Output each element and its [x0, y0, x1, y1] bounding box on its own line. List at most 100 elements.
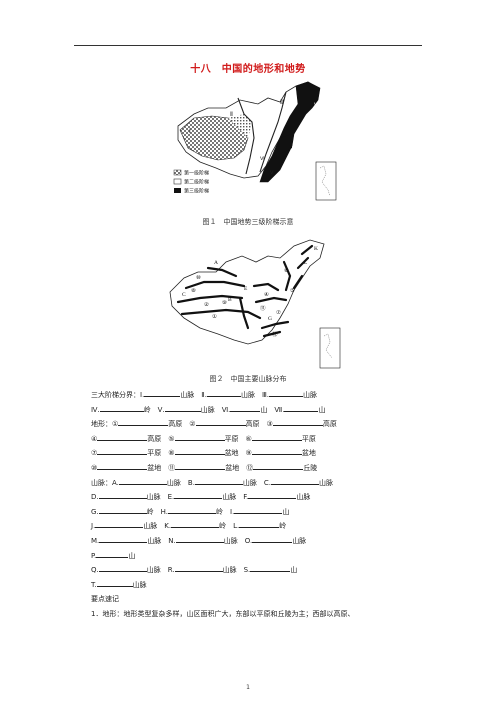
blank[interactable]	[98, 563, 147, 573]
blank[interactable]	[96, 578, 133, 587]
blank[interactable]	[98, 490, 147, 500]
range-E	[252, 282, 280, 292]
blank[interactable]	[253, 461, 304, 470]
blank[interactable]	[271, 476, 320, 485]
map-label-A: A	[214, 260, 218, 266]
blank[interactable]	[248, 490, 297, 500]
line-mountains-5: M.山脉 N.山脉 O.山脉	[91, 534, 421, 549]
line-mountains-7: Q.山脉 R.山脉 S.山	[91, 563, 421, 578]
blank[interactable]	[195, 417, 246, 427]
blank[interactable]	[118, 417, 169, 427]
blank[interactable]	[164, 403, 201, 412]
range-M	[292, 274, 304, 290]
blank[interactable]	[269, 388, 304, 397]
map-label-⑫: ⑫	[272, 330, 278, 338]
blank[interactable]	[99, 534, 148, 543]
map-label-K: K	[314, 246, 318, 252]
figure2-south-sea-inset	[319, 327, 341, 369]
map-label-⑥: ⑥	[284, 267, 289, 274]
key-point-1: 1．地形：地形类型复杂多样，山区面积广大，东部以平原和丘陵为主；西部以高原、	[91, 609, 355, 618]
blank[interactable]	[98, 505, 147, 514]
line-mountains-6: P.山	[91, 549, 421, 564]
map-label-B: B	[228, 297, 232, 303]
blank[interactable]	[175, 534, 224, 543]
blank[interactable]	[284, 403, 319, 412]
header-rule	[74, 45, 422, 46]
blank[interactable]	[250, 563, 291, 573]
blank[interactable]	[174, 563, 223, 573]
map-label-④: ④	[264, 291, 269, 298]
figure2-mountain-map: A ⑩ ⑧ C ② ⑨ B E ④ ① G ⑥ K L ⑤ ⑪ ⑦ ⑫	[169, 239, 341, 369]
map-label-⑪: ⑪	[260, 304, 266, 312]
blank[interactable]	[97, 432, 148, 441]
page-title: 十八 中国的地形和地势	[190, 64, 306, 75]
blank[interactable]	[174, 490, 223, 500]
line-mountains-4: J.山脉 K.岭 L.岭	[91, 519, 421, 534]
map-label-L: L	[304, 260, 308, 266]
blank[interactable]	[144, 388, 181, 397]
south-sea-inset	[315, 161, 337, 201]
blank[interactable]	[251, 432, 302, 441]
range-L	[296, 256, 310, 270]
line-steps-1: 三大阶梯分界：Ⅰ.山脉 Ⅱ.山脉 Ⅲ.山脉	[91, 388, 421, 403]
blank[interactable]	[168, 505, 217, 514]
range-I	[282, 260, 292, 292]
blank[interactable]	[97, 461, 148, 470]
blank[interactable]	[174, 432, 225, 441]
legend-second-step: 第二级阶梯	[184, 179, 209, 186]
blank[interactable]	[239, 519, 280, 529]
third-step-region	[259, 81, 321, 183]
line-mountains-8: T.山脉	[91, 578, 421, 593]
range-K	[300, 244, 314, 256]
range-A	[206, 266, 238, 278]
map-label-②: ②	[204, 301, 209, 308]
legend-third-step: 第三级阶梯	[184, 188, 209, 195]
blank[interactable]	[230, 403, 261, 412]
map-label-C: C	[182, 292, 186, 298]
blank[interactable]	[206, 388, 241, 397]
label-III: Ⅲ	[280, 100, 284, 106]
blank[interactable]	[97, 446, 148, 456]
first-step-region	[179, 115, 249, 161]
line-mountains-3: G.岭 H.岭 I.山	[91, 505, 421, 520]
label-I: Ⅰ	[189, 129, 191, 135]
blank[interactable]	[252, 534, 293, 543]
blank[interactable]	[175, 461, 226, 470]
label-II: Ⅱ	[230, 112, 233, 118]
blank[interactable]	[194, 476, 243, 485]
map-label-⑦: ⑦	[276, 309, 281, 316]
range-C	[176, 294, 244, 304]
blank[interactable]	[234, 505, 283, 514]
map-label-⑨: ⑨	[222, 299, 227, 306]
range-N	[238, 296, 250, 330]
figure2-caption: 图２ 中国主要山脉分布	[209, 375, 287, 383]
blank[interactable]	[95, 519, 144, 529]
range-B	[184, 280, 246, 290]
map-label-⑧: ⑧	[191, 287, 196, 294]
blank[interactable]	[171, 519, 220, 529]
blank[interactable]	[174, 446, 225, 456]
figure1-legend: 第一级阶梯 第二级阶梯 第三级阶梯	[173, 170, 209, 195]
line-mountains-1: 山脉：A.山脉 B.山脉 C.山脉	[91, 476, 421, 491]
map-label-⑤: ⑤	[290, 287, 295, 294]
label-V: Ⅴ	[270, 170, 274, 176]
blank[interactable]	[96, 549, 129, 558]
label-VII: Ⅶ	[314, 102, 320, 108]
map-label-①: ①	[212, 313, 217, 320]
map-label-G: G	[268, 316, 272, 322]
page-number: 1	[246, 684, 250, 691]
range-D	[180, 308, 262, 320]
label-VI: Ⅵ	[260, 156, 265, 162]
blank[interactable]	[118, 476, 167, 485]
blank[interactable]	[251, 446, 302, 456]
blank[interactable]	[99, 403, 144, 412]
range-F	[254, 296, 288, 304]
line-steps-2: Ⅳ.岭 Ⅴ.山脉 Ⅵ.山 Ⅶ.山	[91, 403, 421, 418]
legend-first-step: 第一级阶梯	[184, 170, 209, 177]
blank[interactable]	[272, 417, 323, 427]
